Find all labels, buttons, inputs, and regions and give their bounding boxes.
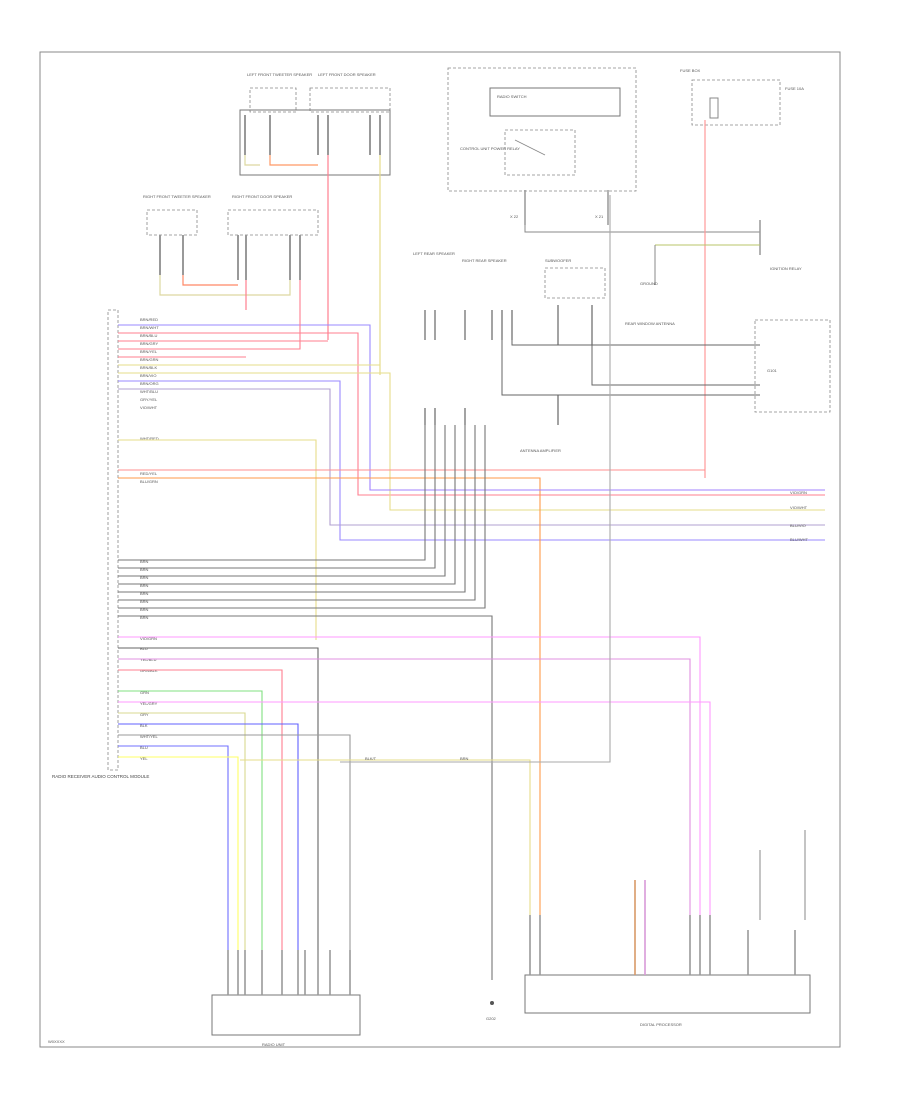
fuse-rating-label: FUSE 10A (785, 86, 804, 91)
antenna-group: LEFT REAR SPEAKER RIGHT REAR SPEAKER SUB… (413, 251, 831, 453)
pin-label: YEL (140, 756, 148, 761)
pin-label: BRN (140, 591, 149, 596)
pin-label: BLU/GRN (140, 479, 158, 484)
pin-label: GRY (140, 712, 149, 717)
low-pin-labels: VIO/GRN BLU YEL/BLU GRN/BLK GRN YEL/GRY … (140, 636, 159, 761)
pin-label: BRN/GRY (140, 341, 158, 346)
pin-label: BRN/BLU (140, 333, 157, 338)
pin-label: VIO/GRN (140, 636, 157, 641)
lf-tweeter-label: LEFT FRONT TWEETER SPEAKER (247, 72, 312, 77)
pin-label: WHT/RED (140, 436, 159, 441)
radio-unit-label: RADIO UNIT (262, 1042, 286, 1047)
ground-symbol: G202 (486, 1001, 497, 1021)
upper-wires (118, 280, 825, 915)
switch-box-label: RADIO SWITCH (497, 94, 527, 99)
pin-label: BRN (140, 583, 149, 588)
pin-label: BRN (140, 615, 149, 620)
pin-label: BRN/RED (140, 317, 158, 322)
mid-label: BLK/T (365, 756, 377, 761)
audio-control-unit: RADIO RECEIVER AUDIO CONTROL MODULE (52, 309, 149, 779)
switch-box: RADIO SWITCH CONTROL UNIT POWER RELAY X … (447, 67, 760, 233)
ignition-relay-label: IGNITION RELAY (770, 266, 802, 271)
digital-processor: DIGITAL PROCESSOR (524, 830, 811, 1027)
pin-label: BRN (140, 599, 149, 604)
pin-label: YEL/GRY (140, 701, 158, 706)
pin-label: BLK (140, 723, 148, 728)
pin-label: BRN/VIO (140, 373, 156, 378)
right-rear-speaker-label: RIGHT REAR SPEAKER (462, 258, 507, 263)
antenna-amp-label: ANTENNA AMPLIFIER (520, 448, 561, 453)
ignition-relay-group: GROUND IGNITION RELAY (640, 220, 802, 286)
out-label: BLU/VIO (790, 523, 806, 528)
mid-pin-labels: BRN BRN BRN BRN BRN BRN BRN BRN (140, 559, 149, 620)
front-ground-label: G101 (767, 368, 778, 373)
mid-ground-wires (118, 425, 493, 980)
digital-processor-label: DIGITAL PROCESSOR (640, 1022, 682, 1027)
pin-label: BRN/WHT (140, 325, 159, 330)
pin-label: RED/YEL (140, 471, 158, 476)
pin-label: BRN (140, 607, 149, 612)
rf-door-speaker-label: RIGHT FRONT DOOR SPEAKER (232, 194, 292, 199)
radio-unit: RADIO UNIT (211, 950, 361, 1047)
low-wires (118, 195, 711, 950)
upper-pin-labels: BRN/RED BRN/WHT BRN/BLU BRN/GRY BRN/YEL … (140, 317, 159, 484)
pin-label: BRN (140, 559, 149, 564)
mid-label: BRN (460, 756, 469, 761)
pin-label: BRN/GRN (140, 357, 159, 362)
rf-speaker-group: RIGHT FRONT TWEETER SPEAKER RIGHT FRONT … (143, 194, 319, 310)
subwoofer-label: SUBWOOFER (545, 258, 571, 263)
conn-a-label: X 22 (510, 214, 519, 219)
out-label: VIO/GRN (790, 490, 807, 495)
lf-door-speaker-label: LEFT FRONT DOOR SPEAKER (318, 72, 376, 77)
rear-window-antenna-label: REAR WINDOW ANTENNA (625, 321, 675, 326)
amp-ground-label: GROUND (640, 281, 658, 286)
relay-coil-label: CONTROL UNIT POWER RELAY (460, 146, 520, 151)
bottom-mid-labels: BLK/T BRN (365, 756, 469, 761)
right-output-labels: VIO/GRN VIO/WHT BLU/VIO BLU/WHT (790, 490, 809, 542)
page-id-label: W0XXXX (48, 1039, 65, 1044)
pin-label: BRN (140, 575, 149, 580)
pin-label: WHT/YEL (140, 734, 159, 739)
lf-speaker-group: LEFT FRONT TWEETER SPEAKER LEFT FRONT DO… (239, 72, 391, 375)
fuse-box-label: FUSE BOX (680, 68, 701, 73)
pin-label: BRN/ORG (140, 381, 159, 386)
pin-label: BRN (140, 567, 149, 572)
rf-tweeter-label: RIGHT FRONT TWEETER SPEAKER (143, 194, 211, 199)
pin-label: VIO/WHT (140, 405, 158, 410)
pin-label: GRY/YEL (140, 397, 158, 402)
fuse-box: FUSE BOX FUSE 10A (680, 68, 804, 478)
out-label: VIO/WHT (790, 505, 808, 510)
audio-control-unit-label: RADIO RECEIVER AUDIO CONTROL MODULE (52, 774, 149, 779)
pin-label: BLU (140, 745, 148, 750)
pin-label: WHT/BLU (140, 389, 158, 394)
left-rear-speaker-label: LEFT REAR SPEAKER (413, 251, 455, 256)
pin-label: GRN (140, 690, 149, 695)
conn-b-label: X 21 (595, 214, 604, 219)
out-label: BLU/WHT (790, 537, 809, 542)
pin-label: BRN/BLK (140, 365, 157, 370)
ground-label: G202 (486, 1016, 497, 1021)
diagram-frame (39, 51, 841, 1048)
pin-label: BRN/YEL (140, 349, 158, 354)
